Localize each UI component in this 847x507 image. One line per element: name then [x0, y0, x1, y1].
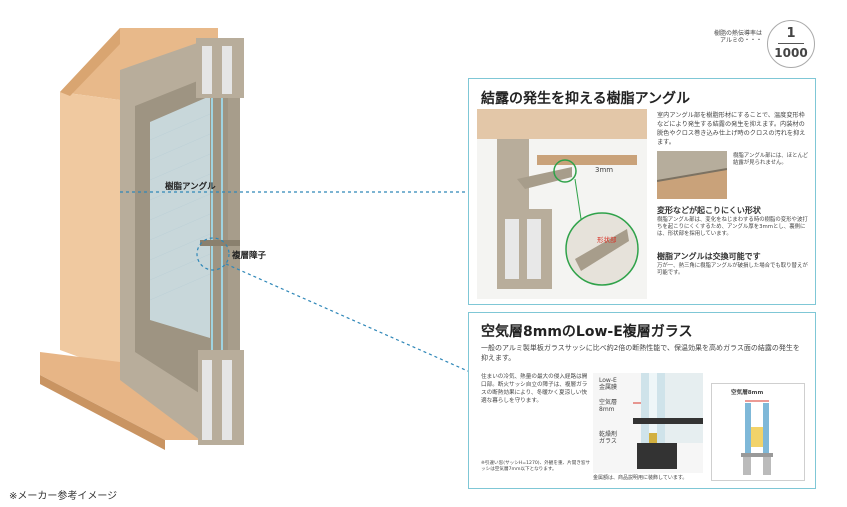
label-lowe-2: 金属膜 [599, 384, 618, 391]
low-e-lead: 一般のアルミ製単板ガラスサッシに比べ約2倍の断熱性能で、保温効果を高めガラス面の… [481, 344, 800, 362]
low-e-body: 住まいの冷気、熱量の最大の侵入経路は開口部。断火サッシ自立の障子は、複層ガラスの… [481, 374, 588, 404]
panel-resin-angle-title: 結露の発生を抑える樹脂アングル [481, 91, 691, 107]
inset-photo [657, 151, 727, 199]
badge-numerator: 1 [786, 26, 796, 41]
label-resin-angle: 樹脂アングル [165, 182, 216, 192]
shape-heading: 変形などが起こりにくい形状 [657, 206, 761, 215]
ratio-badge: 1 1000 [767, 20, 815, 68]
badge-denominator: 1000 [774, 46, 808, 60]
label-air: 空気層 [599, 399, 618, 406]
resin-angle-diagram [477, 109, 647, 299]
label-glass: ガラス [599, 438, 617, 445]
label-air-right: 空気層8mm [731, 390, 764, 396]
callout-shape: 形状部 [597, 236, 617, 244]
panel-low-e: 空気層8mmのLow-E複層ガラス 一般のアルミ製単板ガラスサッシに比べ約2倍の… [468, 312, 816, 489]
badge-caption-line2: アルミの・・・ [720, 37, 762, 44]
resin-angle-desc: 室内アングル部を樹脂形材にすることで、温度変形枠などにより発生する結露の発生を抑… [657, 112, 806, 146]
badge-caption: 樹脂の熱伝導率は アルミの・・・ [682, 30, 762, 44]
diagram-caption: 金属額は、商品説明用に装飾しています。 [593, 475, 688, 481]
badge-fraction-line [778, 43, 804, 44]
footer-note: ※メーカー参考イメージ [9, 491, 118, 502]
replace-desc: 万が一、熱三角に樹脂アングルが破損した場合でも取り替えが可能です。 [657, 263, 808, 276]
label-air-2: 8mm [599, 406, 615, 413]
panel-resin-angle: 結露の発生を抑える樹脂アングル 3mm 形状部 室内アングル部を樹脂形材にするこ… [468, 78, 816, 305]
shape-desc: 樹脂アングル部は、変化をねじまわする時の樹脂の変形や波打ちを起こりにくくするため… [657, 217, 808, 237]
label-lowe: Low-E [599, 377, 617, 384]
panel-low-e-title: 空気層8mmのLow-E複層ガラス [481, 324, 693, 340]
replace-heading: 樹脂アングルは交換可能です [657, 252, 761, 261]
label-double-glazing: 複層障子 [232, 251, 267, 261]
inset-caption: 樹脂アングル部には、ほとんど結露が見られません。 [733, 153, 809, 166]
badge-caption-line1: 樹脂の熱伝導率は [713, 30, 762, 37]
air-gap-diagram [741, 400, 773, 475]
window-illustration [40, 28, 470, 450]
measure-3mm: 3mm [595, 166, 614, 174]
glass-section-diagram [593, 373, 703, 473]
label-dry: 乾燥剤 [599, 431, 618, 438]
low-e-footnote: ※引違い窓(サッシH=1270)、外観を重、片開き窓サッシは空気層7mm以下とな… [481, 461, 591, 472]
